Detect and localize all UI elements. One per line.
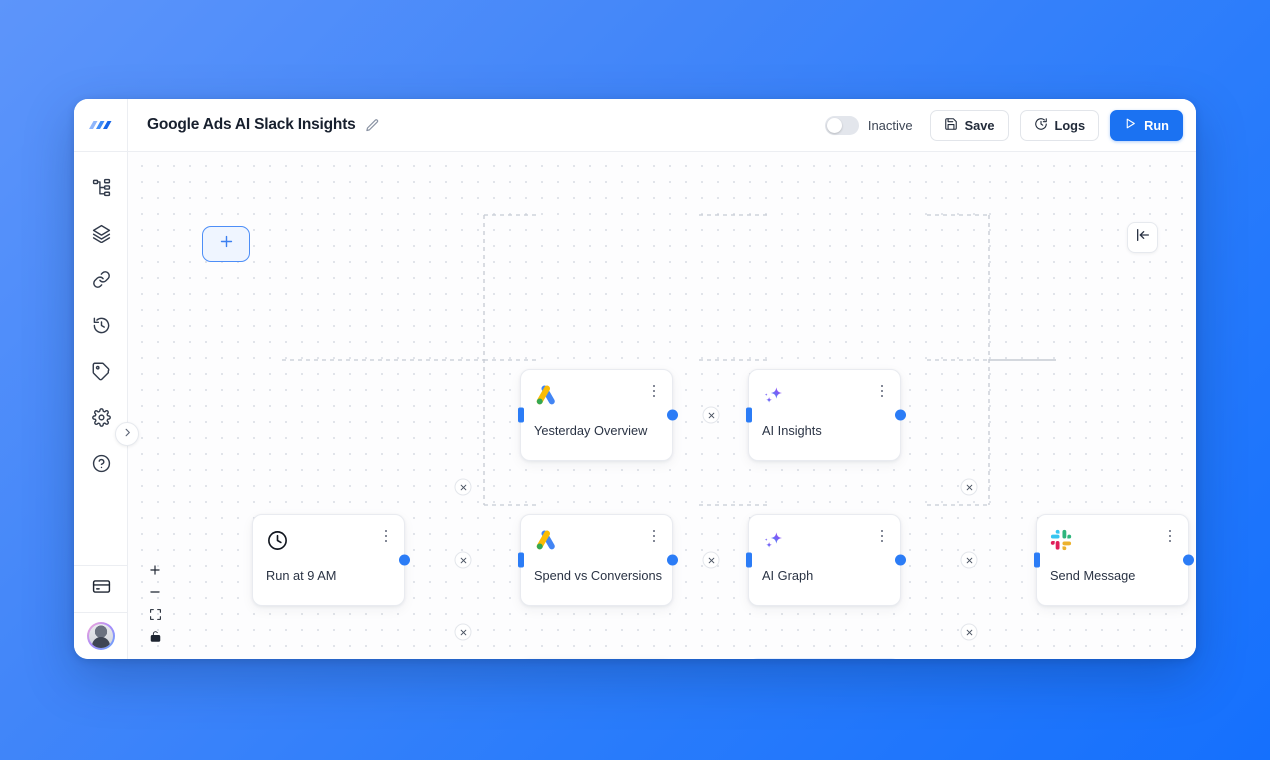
google-ads-icon — [534, 383, 558, 407]
avatar[interactable] — [86, 622, 115, 650]
sidebar-item-workflow[interactable] — [74, 167, 128, 213]
app-logo[interactable] — [74, 99, 128, 152]
clock-history-icon — [1034, 117, 1048, 134]
node-spend-vs-conversions[interactable]: Spend vs Conversions D — [518, 514, 678, 606]
credit-card-icon — [92, 577, 111, 601]
kebab-menu-icon[interactable] — [875, 383, 889, 399]
sidebar-avatar-cell[interactable] — [74, 612, 127, 659]
kebab-menu-icon[interactable] — [875, 528, 889, 544]
sidebar-item-settings[interactable] — [74, 397, 128, 443]
sidebar-item-connections[interactable] — [74, 259, 128, 305]
zoom-out-button[interactable] — [142, 581, 168, 603]
pencil-edit-icon[interactable] — [365, 118, 380, 133]
app-window: Google Ads AI Slack Insights Inactive — [74, 99, 1196, 659]
node-input-port[interactable] — [518, 407, 524, 423]
sidebar-nav — [74, 152, 127, 489]
chevron-right-icon — [122, 425, 133, 443]
sidebar-item-layers[interactable] — [74, 213, 128, 259]
run-button[interactable]: Run — [1110, 109, 1183, 141]
collapse-left-icon — [1135, 227, 1151, 248]
fit-view-button[interactable] — [142, 603, 168, 625]
add-node-button[interactable] — [202, 226, 250, 262]
node-yesterday-overview[interactable]: Yesterday Overview — [518, 369, 678, 461]
delete-edge-button[interactable] — [960, 623, 978, 641]
zoom-controls — [142, 559, 168, 647]
hierarchy-icon — [92, 178, 111, 202]
sidebar-spacer — [74, 489, 127, 565]
node-run-at-9-am[interactable]: Run at 9 AM — [252, 514, 410, 606]
delete-edge-button[interactable] — [454, 478, 472, 496]
delete-edge-button[interactable] — [960, 551, 978, 569]
sidebar-expand-button[interactable] — [115, 422, 139, 446]
kebab-menu-icon[interactable] — [647, 528, 661, 544]
node-output-port[interactable] — [667, 554, 678, 566]
node-title: Run at 9 AM — [266, 568, 337, 583]
play-triangle-icon — [1124, 117, 1137, 133]
node-input-port[interactable] — [746, 552, 752, 568]
node-title: Yesterday Overview — [534, 423, 648, 438]
kebab-menu-icon[interactable] — [379, 528, 393, 544]
sidebar-item-billing[interactable] — [74, 566, 128, 612]
collapse-panel-button[interactable] — [1127, 222, 1158, 253]
save-button[interactable]: Save — [929, 109, 1009, 141]
google-ads-icon — [534, 528, 558, 552]
ai-sparkle-icon — [762, 528, 786, 552]
node-input-port[interactable] — [518, 552, 524, 568]
delete-edge-button[interactable] — [454, 551, 472, 569]
delete-edge-button[interactable] — [702, 551, 720, 569]
node-output-port[interactable] — [895, 409, 906, 421]
clock-icon — [266, 528, 290, 552]
ai-sparkle-icon — [762, 383, 786, 407]
node-output-port[interactable] — [895, 554, 906, 566]
active-toggle-group: Inactive — [824, 115, 913, 135]
node-input-port[interactable] — [1034, 552, 1040, 568]
zoom-in-button[interactable] — [142, 559, 168, 581]
delete-edge-button[interactable] — [454, 623, 472, 641]
left-sidebar — [74, 152, 139, 659]
question-circle-icon — [92, 454, 111, 478]
app-body: Run at 9 AM Yesterday Overview — [74, 152, 1196, 659]
node-ai-insights[interactable]: AI Insights — [746, 369, 906, 461]
node-output-port[interactable] — [667, 409, 678, 421]
sidebar-item-tags[interactable] — [74, 351, 128, 397]
node-input-port[interactable] — [746, 407, 752, 423]
active-toggle[interactable] — [824, 115, 859, 135]
node-title: Send Message — [1050, 568, 1136, 583]
layers-icon — [92, 224, 111, 248]
node-send-message[interactable]: Send Message — [1034, 514, 1194, 606]
delete-edge-button[interactable] — [702, 406, 720, 424]
logs-button[interactable]: Logs — [1019, 109, 1100, 141]
app-header: Google Ads AI Slack Insights Inactive — [74, 99, 1196, 152]
link-chain-icon — [92, 270, 111, 294]
workflow-title-group: Google Ads AI Slack Insights — [128, 116, 825, 134]
kebab-menu-icon[interactable] — [1163, 528, 1177, 544]
node-ai-graph[interactable]: AI Graph — [746, 514, 906, 606]
sidebar-item-help[interactable] — [74, 443, 128, 489]
avatar-photo — [88, 624, 113, 648]
workflow-canvas[interactable]: Run at 9 AM Yesterday Overview — [128, 152, 1196, 659]
node-output-port[interactable] — [399, 554, 410, 566]
sidebar-item-history[interactable] — [74, 305, 128, 351]
page-title: Google Ads AI Slack Insights — [147, 116, 356, 133]
plus-icon — [218, 233, 235, 255]
node-title: AI Insights — [762, 423, 822, 438]
delete-edge-button[interactable] — [960, 478, 978, 496]
logs-button-label: Logs — [1054, 117, 1086, 133]
node-title: Spend vs Conversions D — [534, 568, 662, 583]
floppy-disk-icon — [944, 117, 958, 134]
sidebar-bottom — [74, 565, 127, 612]
gear-icon — [91, 408, 111, 432]
header-actions: Inactive Save — [824, 109, 1196, 141]
slack-icon — [1050, 528, 1074, 552]
node-output-port[interactable] — [1183, 554, 1194, 566]
lock-canvas-button[interactable] — [142, 625, 168, 647]
node-title: AI Graph — [762, 568, 814, 583]
clock-rewind-icon — [92, 316, 111, 340]
active-status-label: Inactive — [867, 117, 913, 133]
kebab-menu-icon[interactable] — [647, 383, 661, 399]
tag-icon — [92, 362, 111, 386]
save-button-label: Save — [964, 117, 995, 133]
run-button-label: Run — [1144, 117, 1169, 133]
